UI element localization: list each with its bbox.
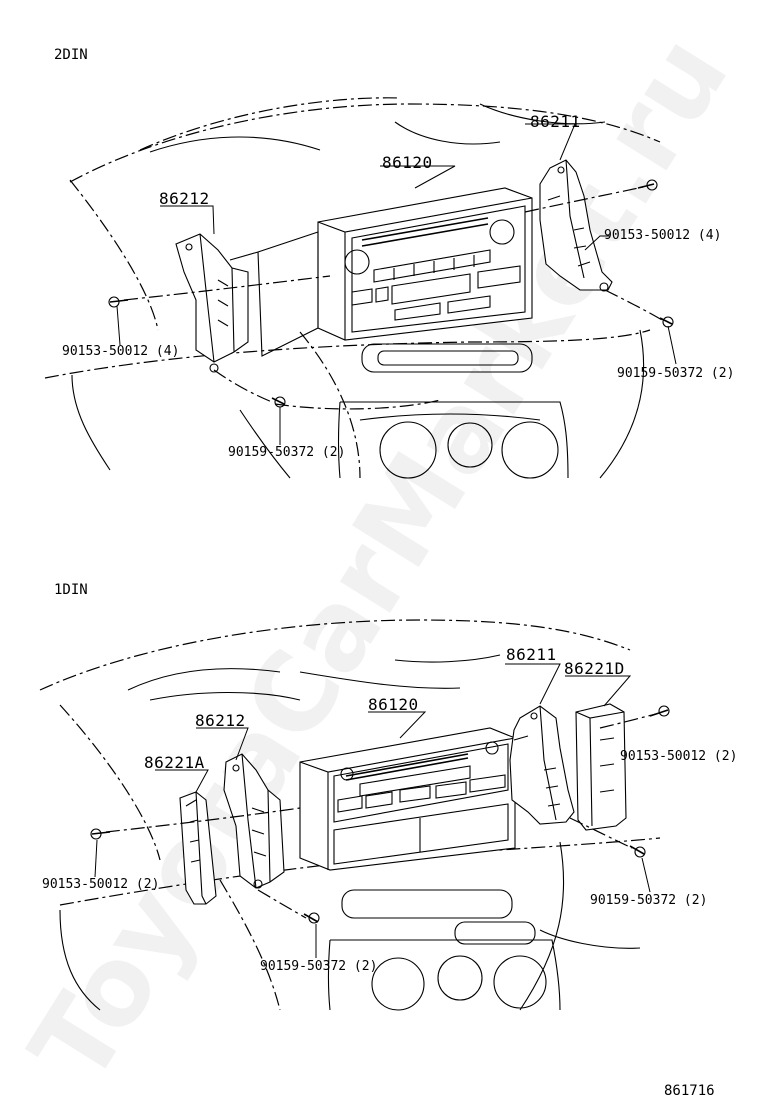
dashboard-outline-2din — [44, 97, 661, 479]
spacer-right-1din — [575, 703, 627, 831]
fasteners-2din — [108, 179, 674, 410]
radio-unit-1din — [299, 727, 516, 871]
radio-unit-2din — [229, 187, 533, 357]
section-title-2din: 2DIN — [54, 47, 88, 63]
spacer-left-1din — [179, 791, 217, 905]
part-number-screw-right-1din: 90153-50012 (2) — [620, 749, 738, 764]
dashboard-outline-1din — [39, 619, 661, 1011]
part-number-bracket-right-1din: 86211 — [506, 645, 557, 664]
part-number-radio-2din: 86120 — [382, 153, 433, 172]
section-title-1din: 1DIN — [54, 582, 88, 598]
part-number-bolt-right-1din: 90159-50372 (2) — [590, 893, 708, 908]
part-number-spacer-left-1din: 86221A — [144, 753, 205, 772]
part-number-bolt-left-2din: 90159-50372 (2) — [228, 445, 346, 460]
bracket-left-2din — [175, 233, 249, 373]
part-number-bolt-left-1din: 90159-50372 (2) — [260, 959, 378, 974]
part-number-screw-left-2din: 90153-50012 (4) — [62, 344, 180, 359]
part-number-spacer-right-1din: 86221D — [564, 659, 625, 678]
part-number-bracket-left-1din: 86212 — [195, 711, 246, 730]
fasteners-1din — [90, 705, 670, 924]
part-number-screw-right-2din: 90153-50012 (4) — [604, 228, 722, 243]
bracket-left-1din — [223, 753, 285, 889]
part-number-radio-1din: 86120 — [368, 695, 419, 714]
part-number-bolt-right-2din: 90159-50372 (2) — [617, 366, 735, 381]
figure-code: 861716 — [664, 1083, 715, 1099]
part-number-bracket-right-2din: 86211 — [530, 112, 581, 131]
part-number-bracket-left-2din: 86212 — [159, 189, 210, 208]
bracket-right-1din — [509, 705, 575, 825]
bracket-right-2din — [539, 159, 613, 292]
leader-lines-1din — [94, 663, 651, 958]
leader-lines-2din — [116, 123, 677, 445]
part-number-screw-left-1din: 90153-50012 (2) — [42, 877, 160, 892]
